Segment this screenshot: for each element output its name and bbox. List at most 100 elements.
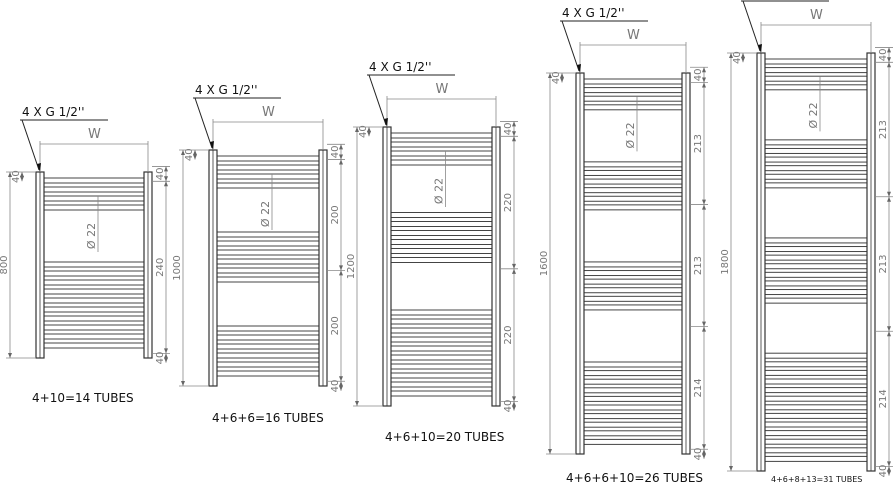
arrow-icon [741, 53, 745, 58]
tube-count-caption: 4+6+6+10=26 TUBES [566, 471, 703, 485]
tube [390, 327, 493, 334]
tube [583, 178, 683, 185]
tube [583, 361, 683, 368]
arrow-icon [702, 82, 706, 88]
spacing-label: 40 [503, 400, 514, 413]
arrow-icon [512, 405, 516, 411]
arrow-icon [548, 449, 552, 454]
tube [216, 352, 320, 359]
tube [216, 370, 320, 377]
tube [390, 336, 493, 343]
arrow-icon [164, 181, 168, 187]
diameter-label: Ø 22 [624, 122, 637, 148]
tube [764, 237, 868, 244]
arrow-icon [702, 67, 706, 73]
arrow-icon [887, 466, 891, 472]
arrow-icon [355, 127, 359, 132]
arrow-icon [193, 154, 197, 160]
arrow-icon [702, 444, 706, 450]
tube [43, 288, 145, 295]
tube [390, 354, 493, 361]
connection-label: 4 X G 1/2'' [22, 105, 85, 119]
leader-line [368, 74, 387, 126]
arrow-icon [210, 141, 214, 150]
spacing-label: 213 [878, 254, 889, 273]
tube [390, 257, 493, 263]
tube [583, 304, 683, 311]
tube [43, 195, 145, 202]
arrow-icon [339, 265, 343, 271]
tube [583, 287, 683, 294]
tube [216, 361, 320, 368]
tube [216, 343, 320, 350]
tube [216, 334, 320, 341]
spacing-label: 40 [693, 69, 704, 82]
radiator-drawing-2: W4 X G 1/2''Ø 2240100040200200404+6+6=16… [172, 83, 345, 425]
top-offset-label: 40 [184, 148, 195, 161]
tube [764, 430, 868, 437]
spacing-label: 40 [878, 48, 889, 61]
tube [43, 333, 145, 340]
arrow-icon [20, 176, 24, 182]
arrow-icon [367, 127, 371, 132]
radiator-drawing-3: W4 X G 1/2''Ø 2240120040220220404+6+10=2… [346, 60, 518, 444]
tube [43, 315, 145, 322]
tube [583, 195, 683, 202]
tube [390, 141, 493, 148]
arrow-icon [512, 131, 516, 137]
arrow-icon [339, 376, 343, 382]
tube-count-caption: 4+6+8+13=31 TUBES [771, 475, 862, 484]
tube [764, 404, 868, 411]
arrow-icon [512, 121, 516, 127]
tube-count-caption: 4+10=14 TUBES [32, 391, 134, 405]
tube [764, 447, 868, 454]
arrow-icon [339, 159, 343, 165]
tube [764, 289, 868, 296]
top-offset-label: 40 [551, 71, 562, 84]
tube-count-caption: 4+6+6=16 TUBES [212, 411, 324, 425]
tube [764, 395, 868, 402]
arrow-icon [8, 353, 12, 358]
arrow-icon [887, 326, 891, 332]
tube [216, 267, 320, 274]
arrow-icon [702, 326, 706, 332]
width-label: W [627, 28, 640, 43]
tube [583, 278, 683, 285]
arrow-icon [702, 199, 706, 205]
arrow-icon [512, 136, 516, 142]
spacing-label: 220 [503, 193, 514, 212]
arrow-icon [164, 357, 168, 363]
tube [583, 104, 683, 111]
arrow-icon [729, 466, 733, 471]
connection-label: 4 X G 1/2'' [369, 60, 432, 74]
spacing-label: 240 [155, 258, 166, 277]
arrow-icon [384, 118, 388, 127]
tube [390, 318, 493, 325]
arrow-icon [702, 453, 706, 459]
leader-line [561, 20, 580, 72]
arrow-icon [339, 154, 343, 160]
tube [583, 387, 683, 394]
arrow-icon [741, 57, 745, 63]
tube [764, 412, 868, 419]
spacing-label: 213 [693, 134, 704, 153]
tube [764, 75, 868, 82]
tube [583, 370, 683, 377]
tube [583, 169, 683, 176]
arrow-icon [367, 131, 371, 137]
arrow-icon [512, 401, 516, 407]
tube [583, 261, 683, 268]
tube [764, 173, 868, 180]
tube [216, 155, 320, 162]
tube [583, 78, 683, 85]
tube [216, 240, 320, 247]
arrow-icon [887, 57, 891, 63]
arrow-icon [8, 172, 12, 177]
tube [583, 204, 683, 211]
tube [764, 280, 868, 287]
arrow-icon [702, 449, 706, 455]
tube [43, 270, 145, 277]
tube [43, 297, 145, 304]
tube [216, 249, 320, 256]
arrow-icon [887, 47, 891, 53]
